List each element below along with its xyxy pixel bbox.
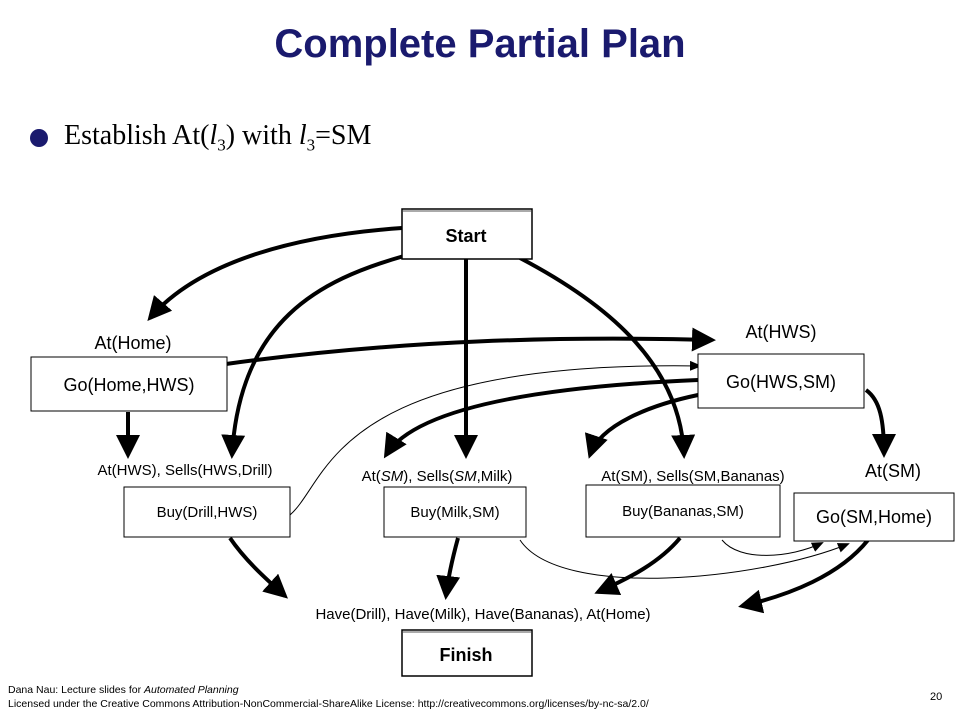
bullet-dot-icon xyxy=(30,129,48,147)
go-sm-home-label: Go(SM,Home) xyxy=(816,507,932,527)
bullet-text: Establish At(l3) with l3=SM xyxy=(64,120,372,155)
buy-drill-box xyxy=(123,486,291,538)
buy-bananas-box xyxy=(585,484,781,538)
edge-go-hws-sm-at-sm xyxy=(864,388,896,458)
buy-milk-box xyxy=(383,486,527,538)
finish-node: Finish xyxy=(401,629,533,677)
edge-go-hws-sm-milk xyxy=(383,378,699,459)
edge-order-bananas-go-sm-home xyxy=(721,539,824,556)
edge-start-sells-drill xyxy=(221,254,405,459)
go-home-hws-label: Go(Home,HWS) xyxy=(63,375,194,395)
edge-order-drill-go-hws-sm xyxy=(289,360,702,516)
go-hws-sm-box xyxy=(697,353,865,409)
footer-credits: Dana Nau: Lecture slides for Automated P… xyxy=(8,684,649,710)
edge-buy-bananas-have xyxy=(594,536,682,595)
label-at-hws: At(HWS) xyxy=(746,322,817,342)
label-pre-drill: At(HWS), Sells(HWS,Drill) xyxy=(98,462,273,479)
go-hws-sm-label: Go(HWS,SM) xyxy=(726,372,836,392)
go-sm-home-box xyxy=(793,492,955,542)
edge-go-sm-home-at-home xyxy=(738,538,870,614)
bullet-item: Establish At(l3) with l3=SM xyxy=(30,118,371,158)
finish-label: Finish xyxy=(440,645,493,665)
buy-bananas-label: Buy(Bananas,SM) xyxy=(622,503,744,520)
go-home-hws-box xyxy=(30,356,228,412)
edge-buy-milk-have xyxy=(436,537,461,600)
edge-start-at-home xyxy=(147,226,403,322)
start-label: Start xyxy=(445,226,486,246)
start-node: Start xyxy=(401,208,533,260)
edge-go-home-hws-at-hws xyxy=(225,327,716,366)
label-at-sm: At(SM) xyxy=(865,461,921,481)
label-pre-bananas: At(SM), Sells(SM,Bananas) xyxy=(601,468,784,485)
edge-buy-drill-have xyxy=(228,536,288,599)
label-pre-milk: At(SM), Sells(SM,Milk) xyxy=(362,468,513,485)
label-at-home: At(Home) xyxy=(94,333,171,353)
edge-order-milk-go-sm-home xyxy=(519,539,850,579)
page-number: 20 xyxy=(930,691,943,703)
label-goals: Have(Drill), Have(Milk), Have(Bananas), … xyxy=(315,606,650,623)
slide-title: Complete Partial Plan xyxy=(274,22,686,66)
buy-drill-label: Buy(Drill,HWS) xyxy=(157,504,258,521)
edge-start-sells-bananas xyxy=(519,256,696,459)
edge-go-hws-sm-bananas xyxy=(584,393,699,459)
buy-milk-label: Buy(Milk,SM) xyxy=(410,504,499,521)
